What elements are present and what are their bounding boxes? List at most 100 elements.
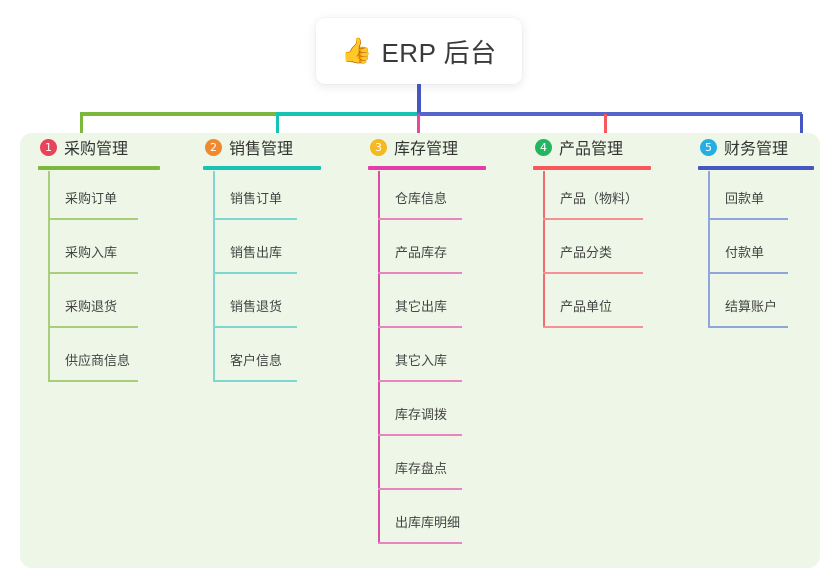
branch-number-badge: 5 [700, 138, 717, 156]
branch-title: 财务管理 [724, 141, 789, 158]
branch-number-badge: 4 [535, 138, 552, 156]
leaf-node-label: 产品库存 [395, 245, 448, 260]
leaf-node-label: 库存调拨 [395, 407, 448, 422]
leaf-node-underline [708, 218, 788, 220]
branch-title: 销售管理 [229, 141, 294, 158]
branch-underline [368, 166, 486, 170]
leaf-node-label: 销售出库 [230, 245, 283, 260]
leaf-node-label: 采购订单 [65, 191, 118, 206]
connector-bus-segment-1 [80, 112, 276, 116]
connector-bus-segment-2 [276, 112, 417, 116]
leaf-node-underline [48, 326, 138, 328]
leaf-node[interactable]: 库存盘点 [378, 461, 462, 490]
leaf-node-underline [378, 326, 462, 328]
leaf-node-label: 采购退货 [65, 299, 118, 314]
branch-underline [698, 166, 814, 170]
leaf-node[interactable]: 其它出库 [378, 299, 462, 328]
leaf-node[interactable]: 产品单位 [543, 299, 643, 328]
leaf-node-underline [48, 218, 138, 220]
leaf-node-label: 其它出库 [395, 299, 448, 314]
leaf-node-label: 产品分类 [560, 245, 613, 260]
leaf-node-label: 客户信息 [230, 353, 283, 368]
branch-spine [378, 171, 380, 543]
leaf-node-underline [708, 272, 788, 274]
page-title: ERP 后台 [381, 37, 497, 68]
branch-spine [543, 171, 545, 327]
leaf-node-underline [378, 272, 462, 274]
connector-drop-5 [800, 114, 803, 148]
leaf-node[interactable]: 采购退货 [48, 299, 138, 328]
leaf-node-underline [543, 326, 643, 328]
leaf-node-underline [48, 272, 138, 274]
leaf-node-underline [378, 488, 462, 490]
thumbs-up-icon: 👍 [341, 36, 373, 65]
leaf-node-underline [708, 326, 788, 328]
branch-underline [38, 166, 160, 170]
leaf-node[interactable]: 销售出库 [213, 245, 297, 274]
leaf-node-label: 销售订单 [230, 191, 283, 206]
leaf-node-label: 产品（物料） [560, 191, 639, 206]
connector-drop-4 [604, 114, 607, 148]
leaf-node[interactable]: 采购订单 [48, 191, 138, 220]
root-connector-stem [417, 84, 421, 114]
connector-drop-3 [417, 114, 420, 148]
branch-underline [533, 166, 651, 170]
leaf-node[interactable]: 其它入库 [378, 353, 462, 382]
leaf-node-underline [213, 326, 297, 328]
leaf-node-label: 库存盘点 [395, 461, 448, 476]
branch-spine [48, 171, 50, 381]
leaf-node-underline [213, 218, 297, 220]
branch-header-5[interactable]: 5 财务管理 [698, 133, 814, 161]
leaf-node[interactable]: 付款单 [708, 245, 788, 274]
leaf-node[interactable]: 客户信息 [213, 353, 297, 382]
connector-bus-segment-3 [417, 112, 802, 116]
leaf-node-underline [543, 218, 643, 220]
connector-drop-2 [276, 114, 279, 148]
leaf-node[interactable]: 销售订单 [213, 191, 297, 220]
leaf-node[interactable]: 产品（物料） [543, 191, 643, 220]
leaf-node[interactable]: 产品库存 [378, 245, 462, 274]
branch-header-1[interactable]: 1 采购管理 [38, 133, 160, 161]
leaf-node[interactable]: 采购入库 [48, 245, 138, 274]
leaf-node-label: 供应商信息 [65, 353, 131, 368]
leaf-node-underline [48, 380, 138, 382]
leaf-node-label: 回款单 [725, 191, 765, 206]
leaf-node[interactable]: 产品分类 [543, 245, 643, 274]
leaf-node-underline [543, 272, 643, 274]
leaf-node-underline [378, 380, 462, 382]
branch-number-badge: 1 [40, 138, 57, 156]
leaf-node[interactable]: 销售退货 [213, 299, 297, 328]
root-node-card[interactable]: 👍 ERP 后台 [316, 18, 522, 84]
branch-title: 采购管理 [64, 141, 129, 158]
leaf-node[interactable]: 库存调拨 [378, 407, 462, 436]
leaf-node[interactable]: 出库库明细 [378, 515, 462, 544]
leaf-node[interactable]: 回款单 [708, 191, 788, 220]
leaf-node[interactable]: 结算账户 [708, 299, 788, 328]
leaf-node-underline [378, 218, 462, 220]
branch-underline [203, 166, 321, 170]
connector-drop-1 [80, 114, 83, 148]
leaf-node-underline [213, 380, 297, 382]
branch-spine [708, 171, 710, 327]
leaf-node[interactable]: 仓库信息 [378, 191, 462, 220]
leaf-node-label: 出库库明细 [395, 515, 461, 530]
branch-spine [213, 171, 215, 381]
leaf-node[interactable]: 供应商信息 [48, 353, 138, 382]
leaf-node-label: 其它入库 [395, 353, 448, 368]
branch-column-5: 5 财务管理回款单付款单结算账户 [698, 133, 814, 328]
leaf-node-underline [378, 542, 462, 544]
leaf-node-underline [213, 272, 297, 274]
leaf-node-underline [378, 434, 462, 436]
branch-number-badge: 3 [370, 138, 387, 156]
leaf-node-label: 产品单位 [560, 299, 613, 314]
leaf-node-label: 销售退货 [230, 299, 283, 314]
leaf-node-label: 付款单 [725, 245, 765, 260]
